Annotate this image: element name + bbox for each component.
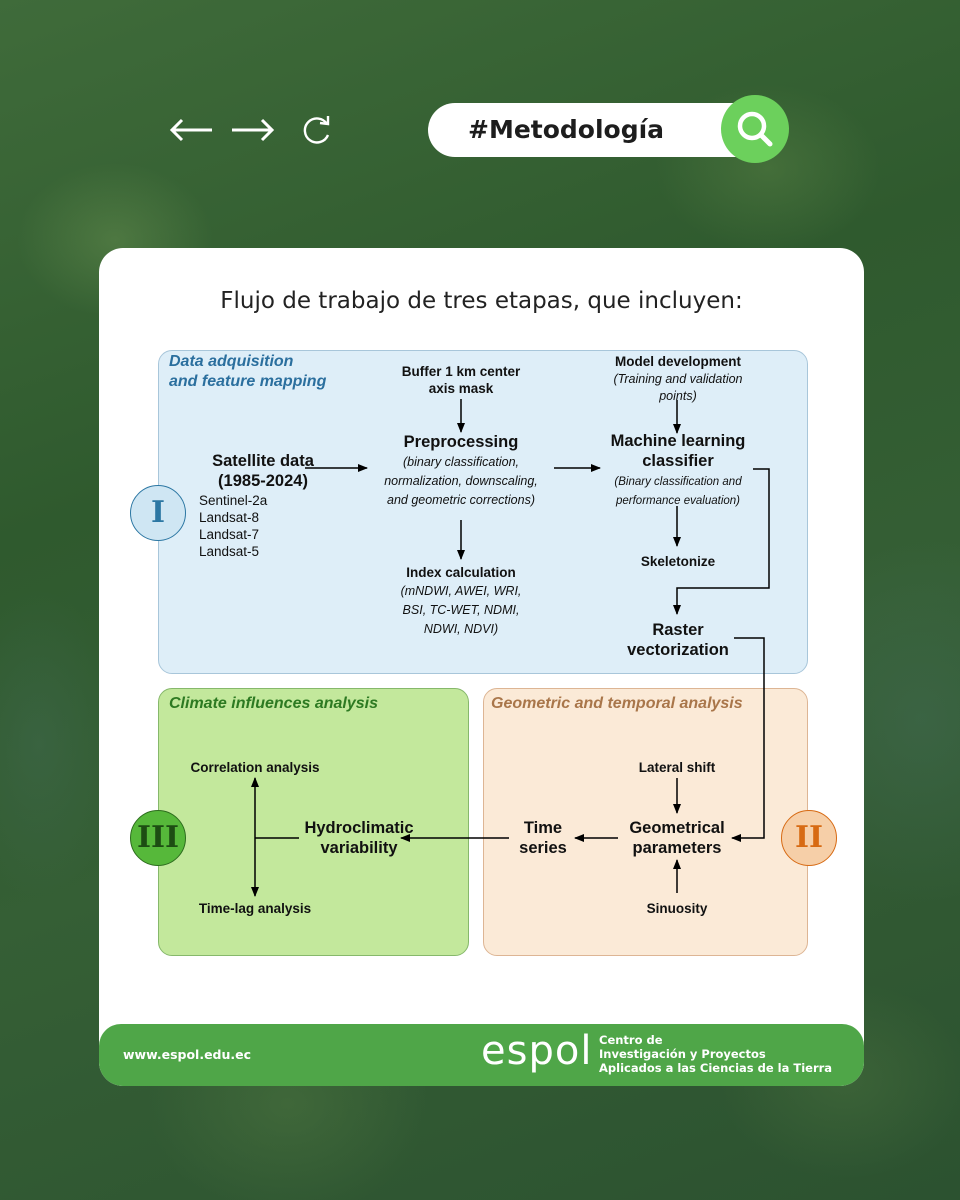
buffer-mask-box: Buffer 1 km center axis mask (401, 364, 521, 396)
stage3-title: Climate influences analysis (169, 695, 378, 712)
right-arrow-icon[interactable] (230, 112, 276, 148)
stage1-panel (158, 350, 808, 674)
correlation-analysis-step: Correlation analysis (190, 760, 320, 775)
index-list: (mNDWI, AWEI, WRI, BSI, TC-WET, NDMI, ND… (400, 584, 522, 636)
arrow-raster-geometrical (731, 637, 765, 842)
footer-url[interactable]: www.espol.edu.ec (123, 1047, 252, 1062)
espol-logo: espol (481, 1028, 593, 1074)
geometrical-parameters-step: Geometrical parameters (629, 819, 725, 857)
sinuosity-step: Sinuosity (646, 901, 708, 916)
stage3-panel (158, 688, 469, 956)
index-calculation-title: Index calculation (406, 565, 516, 580)
stage2-title: Geometric and temporal analysis (491, 695, 743, 712)
magnifier-icon (737, 111, 773, 147)
sensor-item: Landsat-7 (199, 527, 260, 542)
preprocessing-title: Preprocessing (403, 433, 519, 451)
sensor-list: Sentinel-2a Landsat-8 Landsat-7 Landsat-… (199, 492, 267, 560)
model-development-title: Model development (614, 354, 741, 369)
left-arrow-icon[interactable] (168, 112, 214, 148)
arrow-ml-raster (673, 468, 770, 615)
preprocessing-description: (binary classification, normalization, d… (384, 455, 538, 507)
methodology-card: Flujo de trabajo de tres etapas, que inc… (99, 248, 864, 1086)
lateral-shift-step: Lateral shift (638, 760, 716, 775)
time-lag-analysis-step: Time-lag analysis (198, 901, 312, 916)
sensor-item: Landsat-8 (199, 510, 260, 525)
footer-bar: www.espol.edu.ec espol Centro de Investi… (99, 1024, 864, 1086)
stage1-badge: I (130, 485, 186, 541)
stage2-badge: II (781, 810, 837, 866)
ml-classifier-title: Machine learning classifier (610, 432, 746, 470)
search-text: #Metodología (468, 115, 665, 144)
footer-organization: Centro de Investigación y Proyectos Apli… (599, 1033, 833, 1075)
satellite-data-title: Satellite data (1985-2024) (212, 452, 314, 490)
workflow-arrows (251, 399, 770, 897)
time-series-step: Time series (519, 819, 567, 857)
ml-classifier-description: (Binary classification and performance e… (614, 476, 742, 507)
search-button[interactable] (721, 95, 789, 163)
model-development-description: (Training and validation points) (613, 372, 743, 403)
skeletonize-step: Skeletonize (640, 554, 716, 569)
hydroclimatic-variability-step: Hydroclimatic variability (304, 819, 414, 857)
raster-vectorization-step: Raster vectorization (627, 621, 729, 659)
card-title: Flujo de trabajo de tres etapas, que inc… (220, 288, 743, 314)
sensor-item: Landsat-5 (199, 544, 260, 559)
stage3-badge: III (130, 810, 186, 866)
stage1-title: Data adquisition and feature mapping (169, 353, 327, 390)
sensor-item: Sentinel-2a (199, 493, 268, 508)
reload-icon[interactable] (298, 113, 334, 149)
